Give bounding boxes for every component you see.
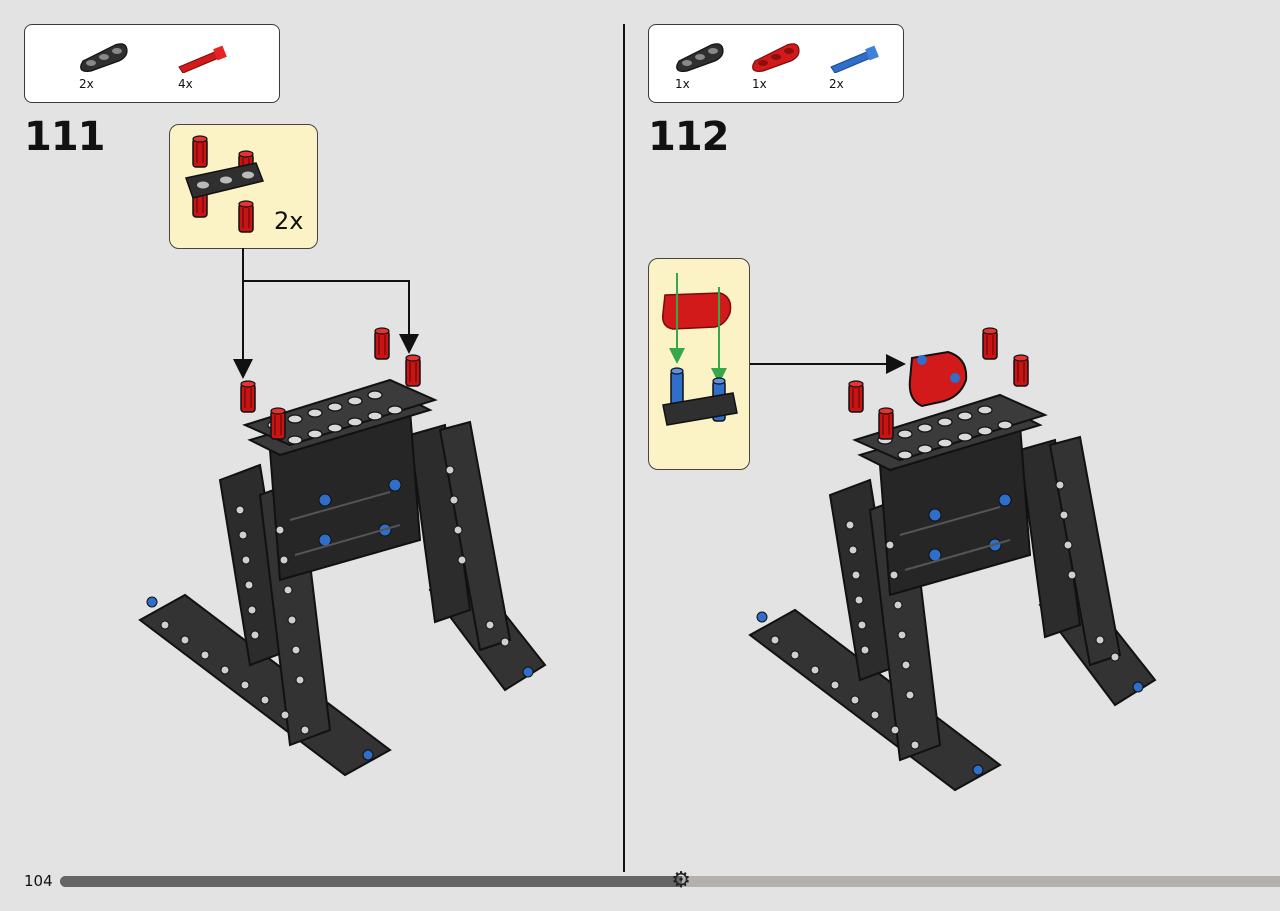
step-111-model-illustration	[139, 248, 546, 776]
step-number: 111	[24, 114, 105, 160]
progress-bar	[60, 876, 1280, 887]
part-qty: 2x	[829, 77, 844, 91]
callout-multiplier: 2x	[274, 207, 304, 235]
part-qty: 1x	[675, 77, 690, 91]
part-qty: 4x	[178, 77, 193, 91]
progress-fill	[60, 876, 683, 887]
black-beam-3-icon	[77, 39, 131, 73]
subassembly-illustration	[661, 273, 738, 426]
page-divider	[623, 24, 625, 872]
black-beam-3-icon	[673, 39, 727, 73]
step-number: 112	[648, 114, 729, 160]
part-qty: 1x	[752, 77, 767, 91]
subassembly-illustration	[185, 135, 265, 233]
gear-icon: ⚙	[671, 868, 691, 893]
subassembly-callout	[648, 258, 750, 470]
step-112-model-illustration	[749, 327, 1156, 791]
parts-list-step-111: 2x 4x	[24, 24, 280, 103]
red-beam-3-icon	[749, 39, 803, 73]
parts-list-step-112: 1x 1x 2x	[648, 24, 904, 103]
blue-axle-pin-icon	[827, 45, 883, 73]
subassembly-callout: 2x	[169, 124, 318, 249]
part-qty: 2x	[79, 77, 94, 91]
page-number: 104	[24, 872, 53, 890]
red-axle-pin-icon	[175, 45, 231, 73]
